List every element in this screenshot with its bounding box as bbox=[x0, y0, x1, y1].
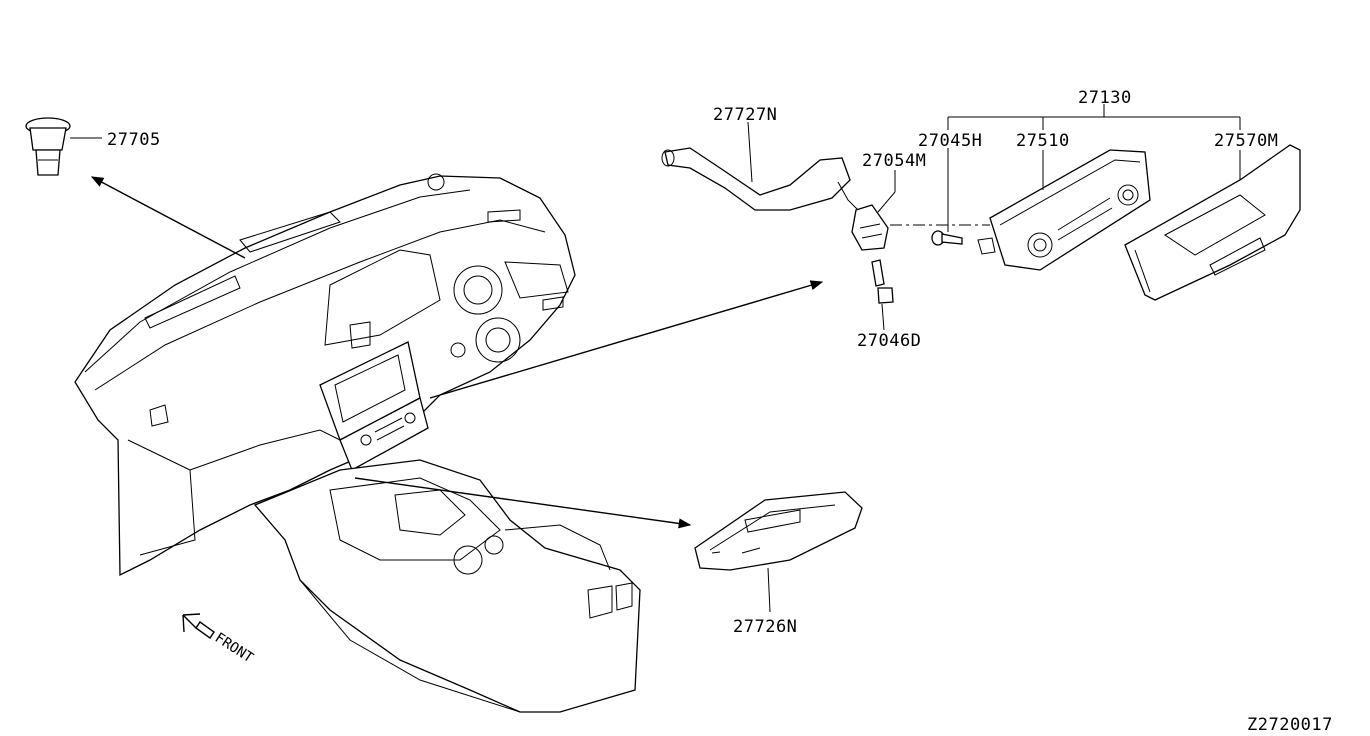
instrument-panel-drawing bbox=[74, 173, 576, 577]
module-27726N-drawing bbox=[694, 491, 863, 571]
label-27046D: 27046D bbox=[857, 331, 921, 351]
label-27705: 27705 bbox=[107, 130, 161, 150]
diagram-id: Z2720017 bbox=[1247, 715, 1333, 735]
label-27726N: 27726N bbox=[733, 617, 797, 637]
screw-27045H-drawing bbox=[931, 230, 963, 246]
pointer-arrows bbox=[90, 176, 824, 529]
label-27054M: 27054M bbox=[862, 151, 926, 171]
center-console-drawing bbox=[253, 459, 641, 713]
front-label: FRONT bbox=[212, 630, 257, 667]
label-27510: 27510 bbox=[1016, 131, 1070, 151]
clip-27054M-drawing bbox=[851, 204, 894, 304]
label-27130: 27130 bbox=[1078, 88, 1132, 108]
ac-control-unit-27510-drawing bbox=[977, 149, 1151, 271]
label-27045H: 27045H bbox=[918, 131, 982, 151]
leader-lines bbox=[70, 104, 1241, 613]
label-27727N: 27727N bbox=[713, 105, 777, 125]
sensor-27705-drawing bbox=[25, 117, 71, 176]
label-27570M: 27570M bbox=[1214, 131, 1278, 151]
finisher-panel-27570M-drawing bbox=[1124, 144, 1301, 301]
aspirator-hose-27727N-drawing bbox=[661, 147, 859, 211]
part-labels: 27705 27727N 27054M 27046D 27130 27045H … bbox=[107, 88, 1333, 735]
front-indicator: FRONT bbox=[182, 613, 257, 667]
